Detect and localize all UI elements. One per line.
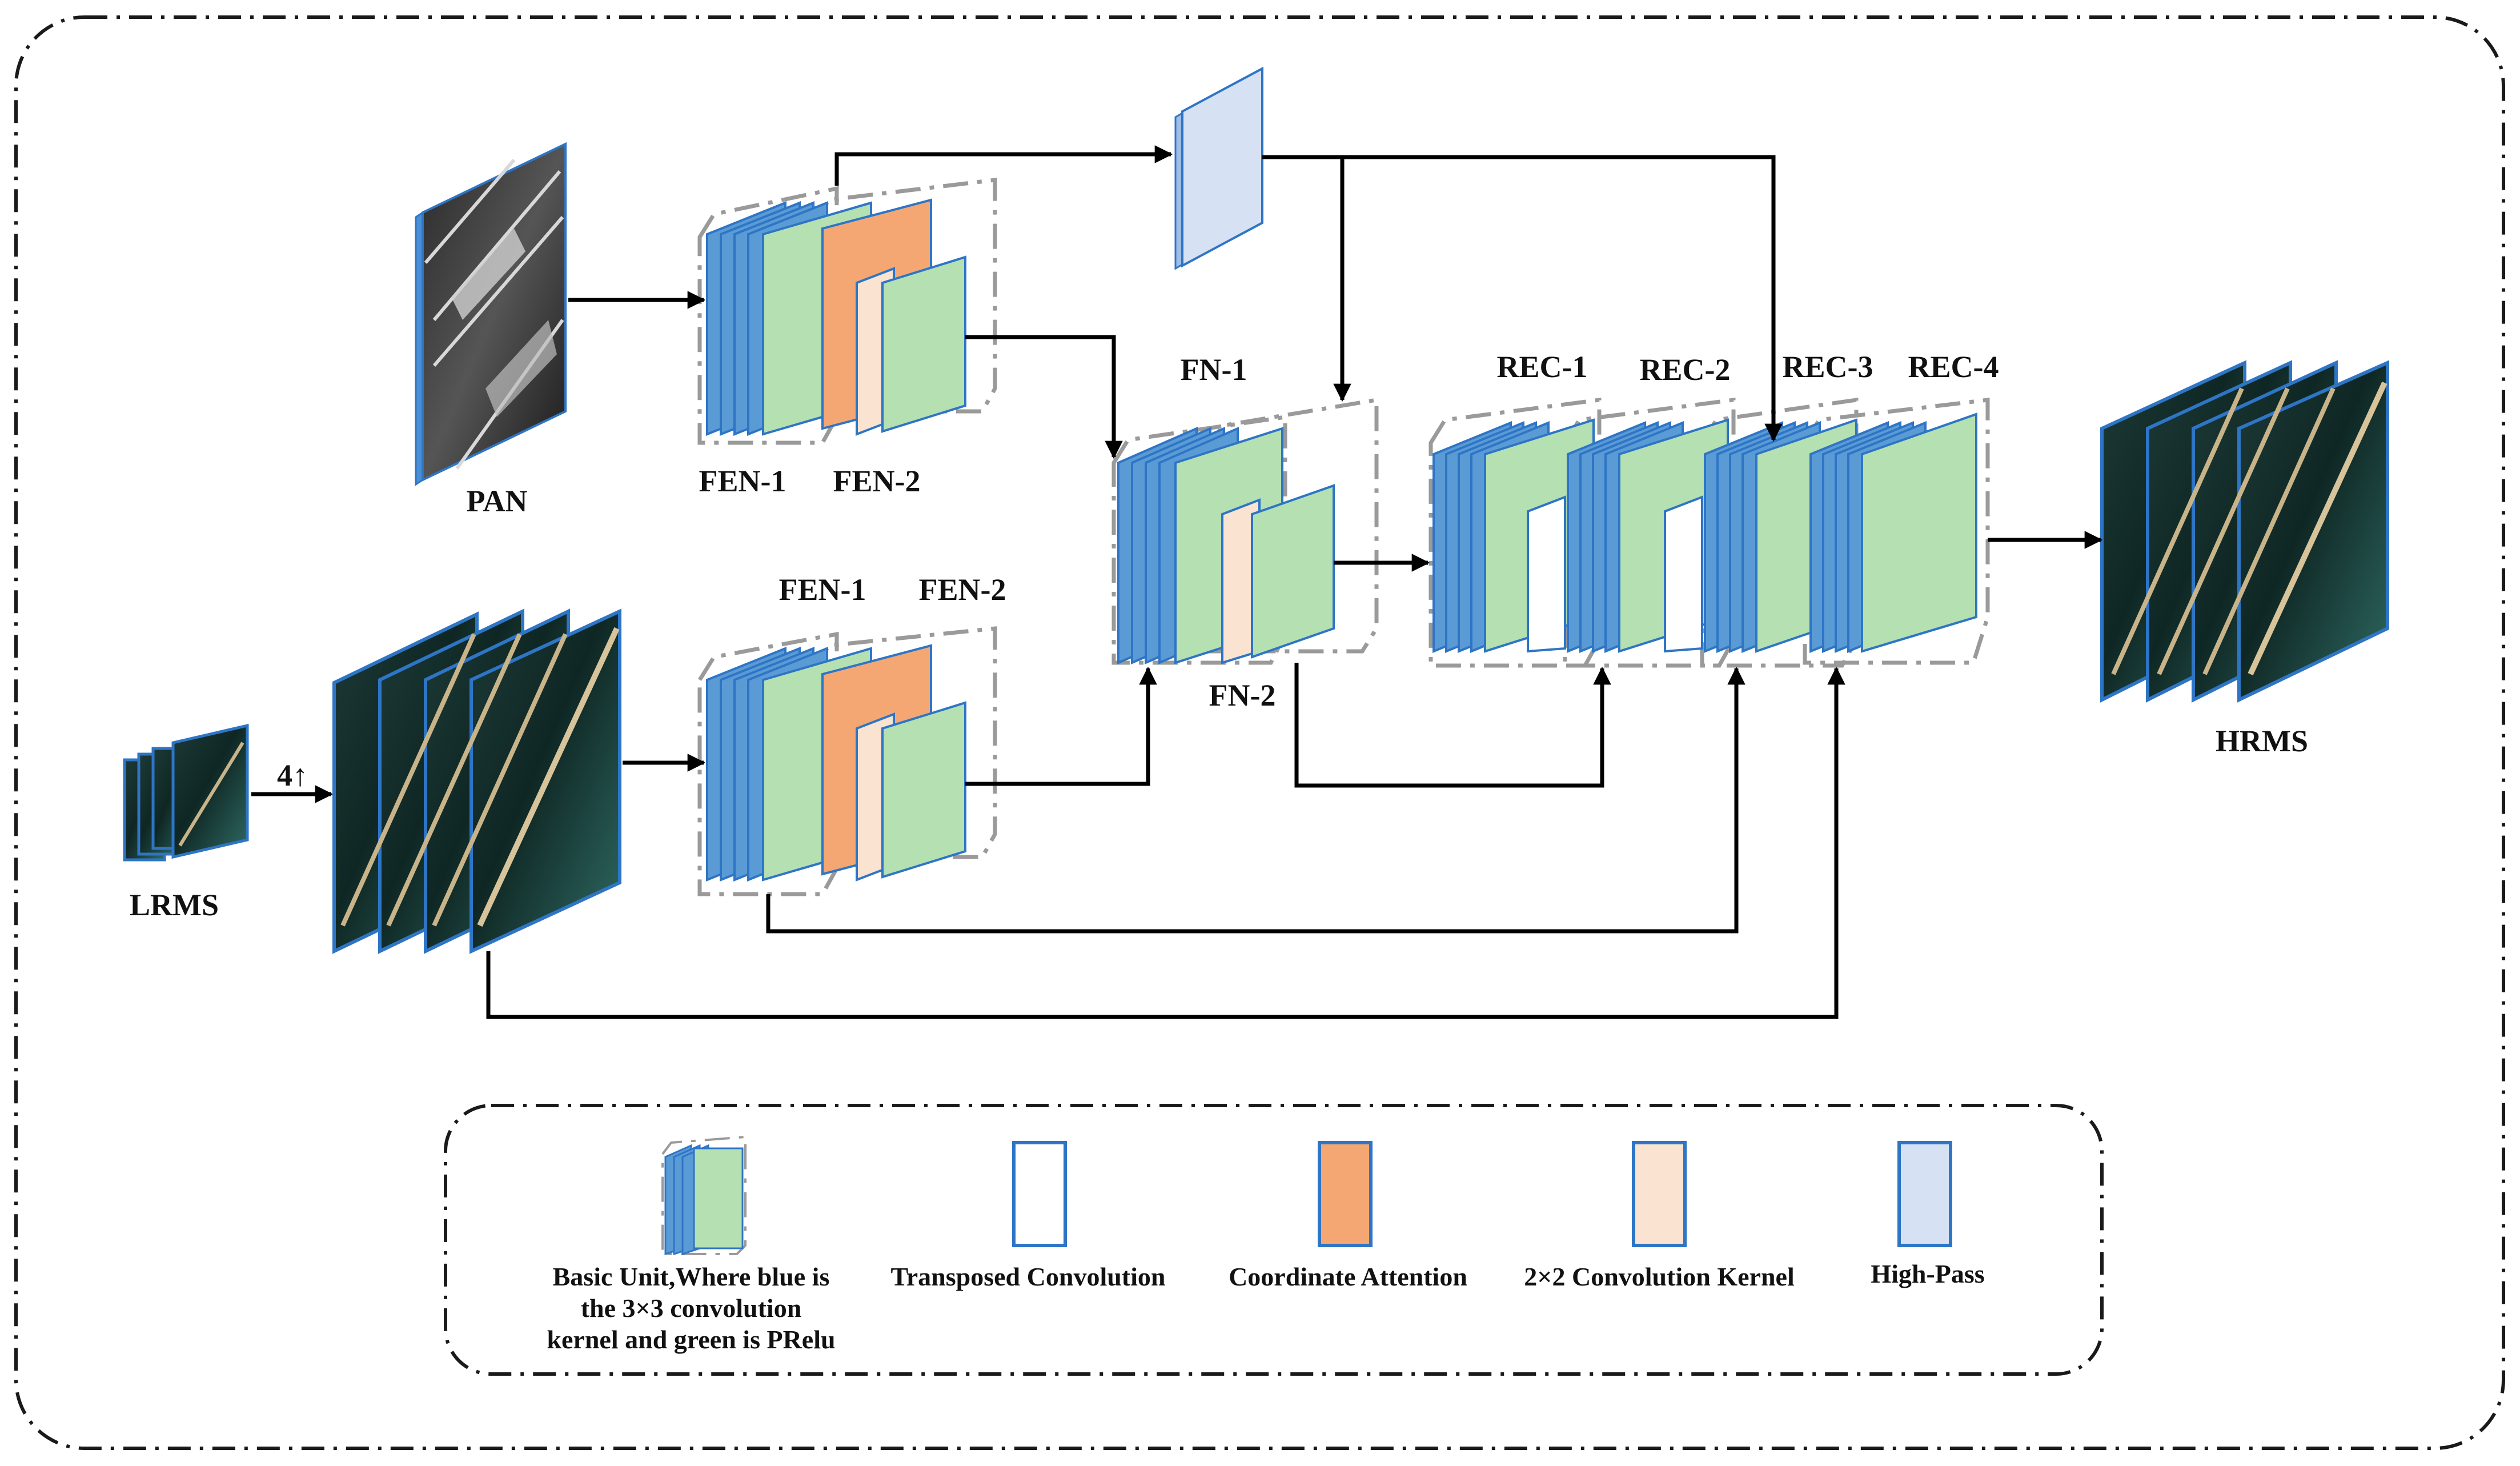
pan-image	[415, 142, 567, 486]
rec2-label: REC-2	[1640, 353, 1731, 387]
legend-coord-attention-swatch	[1318, 1141, 1373, 1247]
rec3-label: REC-3	[1783, 350, 1873, 384]
legend-conv2x2-swatch	[1632, 1141, 1687, 1247]
upsampled-lrms-stack	[332, 608, 621, 954]
rec1-label: REC-1	[1497, 350, 1588, 384]
fn-block	[1111, 397, 1379, 665]
legend-basic-unit-line3: kernel and green is PRelu	[547, 1325, 835, 1354]
fen2-bottom-label: FEN-2	[919, 572, 1006, 607]
lrms-label: LRMS	[130, 888, 219, 922]
legend-frame	[444, 1104, 2104, 1376]
legend-coord-attention-label: Coordinate Attention	[1229, 1262, 1467, 1291]
fen-bottom-block	[697, 626, 997, 896]
fn1-label: FN-1	[1181, 353, 1247, 387]
legend-transposed-swatch	[1012, 1141, 1067, 1247]
hrms-label: HRMS	[2216, 724, 2308, 758]
legend-conv2x2-label: 2×2 Convolution Kernel	[1524, 1262, 1794, 1291]
fen1-top-label: FEN-1	[699, 464, 787, 498]
outer-frame	[14, 15, 2505, 1450]
lrms-image-stack	[123, 723, 249, 862]
rec-block	[1428, 397, 1990, 668]
legend-highpass-swatch	[1897, 1141, 1952, 1247]
upsample-label: 4↑	[277, 758, 308, 792]
legend-basic-unit-line1: Basic Unit,Where blue is	[553, 1262, 830, 1291]
hrms-image-stack	[2100, 360, 2389, 703]
legend-transposed-label: Transposed Convolution	[890, 1262, 1165, 1291]
fen2-top-label: FEN-2	[833, 464, 921, 498]
pan-label: PAN	[467, 484, 528, 518]
legend-highpass-label: High-Pass	[1871, 1259, 1984, 1288]
legend-basic-unit-swatch	[661, 1135, 747, 1256]
fen1-bottom-label: FEN-1	[779, 572, 866, 607]
fn2-label: FN-2	[1209, 678, 1276, 712]
high-pass-block	[1174, 66, 1263, 270]
connection-arrows	[486, 145, 2103, 1019]
rec4-label: REC-4	[1908, 350, 1999, 384]
legend-basic-unit-line2: the 3×3 convolution	[581, 1293, 802, 1323]
fen-top-block	[697, 178, 997, 445]
